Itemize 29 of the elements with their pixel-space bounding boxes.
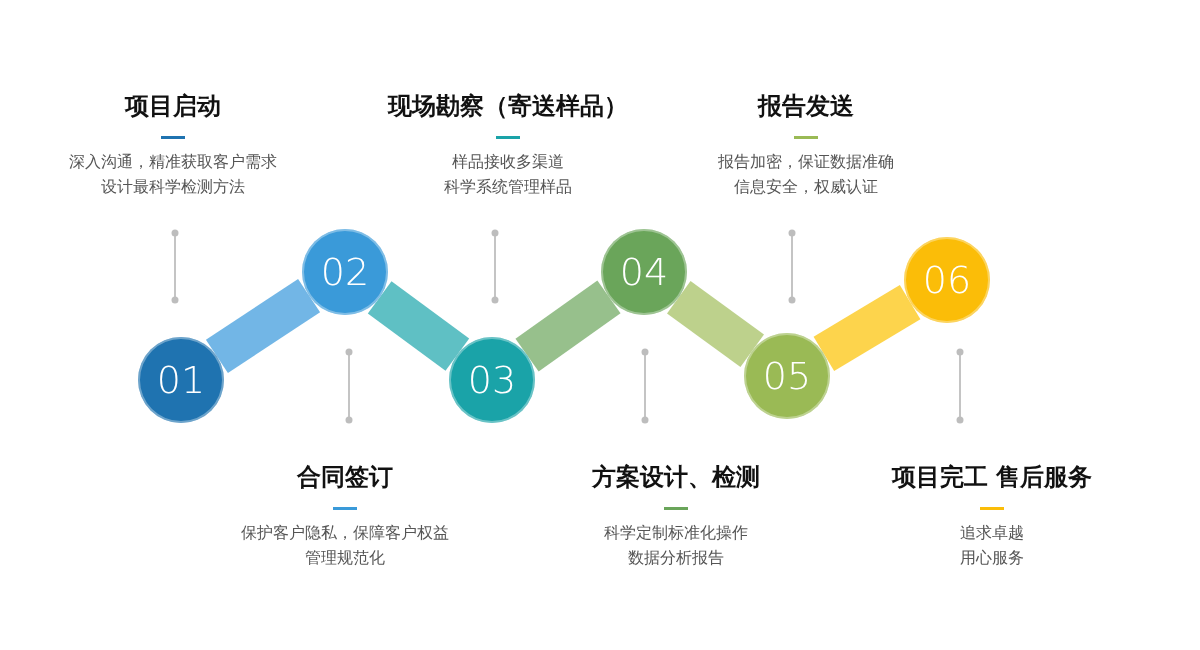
step-heading: 方案设计、检测	[592, 462, 760, 493]
step-description: 保护客户隐私，保障客户权益	[241, 523, 449, 544]
step-heading: 项目启动	[125, 91, 221, 122]
step-description: 样品接收多渠道	[452, 152, 564, 173]
connector-band	[205, 278, 321, 374]
step-heading: 项目完工 售后服务	[891, 462, 1093, 493]
step-description: 科学定制标准化操作	[604, 523, 748, 544]
step-description: 追求卓越	[960, 523, 1024, 544]
step-heading: 现场勘察（寄送样品）	[388, 91, 628, 122]
step-description: 管理规范化	[305, 548, 385, 569]
step-description: 数据分析报告	[628, 548, 724, 569]
connector-band	[367, 281, 470, 371]
connector-band	[813, 285, 921, 371]
connector-band	[667, 281, 764, 367]
step-description: 科学系统管理样品	[444, 177, 572, 198]
step-heading: 合同签订	[297, 462, 393, 493]
step-description: 用心服务	[960, 548, 1024, 569]
step-heading: 报告发送	[758, 91, 854, 122]
step-circle: 04	[601, 229, 687, 315]
step-circle: 01	[138, 337, 224, 423]
step-circle: 06	[904, 237, 990, 323]
step-description: 深入沟通，精准获取客户需求	[69, 152, 277, 173]
step-description: 设计最科学检测方法	[101, 177, 245, 198]
step-description: 信息安全，权威认证	[734, 177, 878, 198]
step-circle: 02	[302, 229, 388, 315]
step-description: 报告加密，保证数据准确	[718, 152, 894, 173]
step-circle: 03	[449, 337, 535, 423]
step-circle: 05	[744, 333, 830, 419]
connector-band	[515, 280, 621, 372]
